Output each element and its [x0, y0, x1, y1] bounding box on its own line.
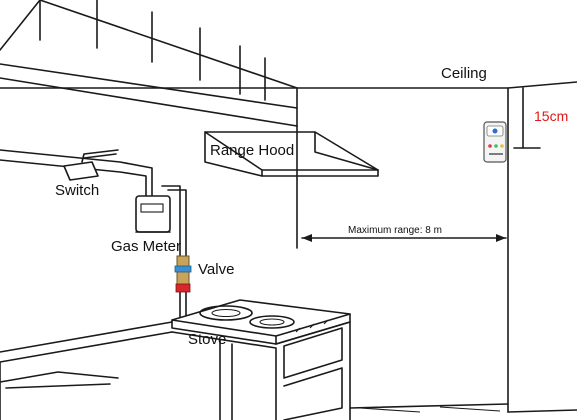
distance-dimension	[513, 87, 541, 149]
valve-label: Valve	[198, 261, 234, 278]
ceiling-label: Ceiling	[441, 65, 487, 82]
range-hood	[204, 131, 379, 177]
gas-pipe	[0, 149, 187, 319]
range-hood-label: Range Hood	[210, 142, 294, 159]
max-range-dimension	[301, 234, 507, 242]
stove-device	[171, 299, 351, 345]
distance-label: 15cm	[534, 108, 568, 124]
switch-device	[63, 149, 119, 181]
switch-label: Switch	[55, 182, 99, 199]
gas-meter-label: Gas Meter	[111, 238, 181, 255]
valve-device	[174, 255, 192, 293]
stove-label: Stove	[188, 331, 226, 348]
gas-detector	[483, 121, 507, 163]
lower-cabinets	[0, 321, 509, 420]
gas-meter-device	[135, 195, 171, 233]
max-range-label: Maximum range: 8 m	[348, 225, 442, 236]
room-walls	[296, 81, 577, 413]
upper-cabinets	[0, 0, 298, 127]
